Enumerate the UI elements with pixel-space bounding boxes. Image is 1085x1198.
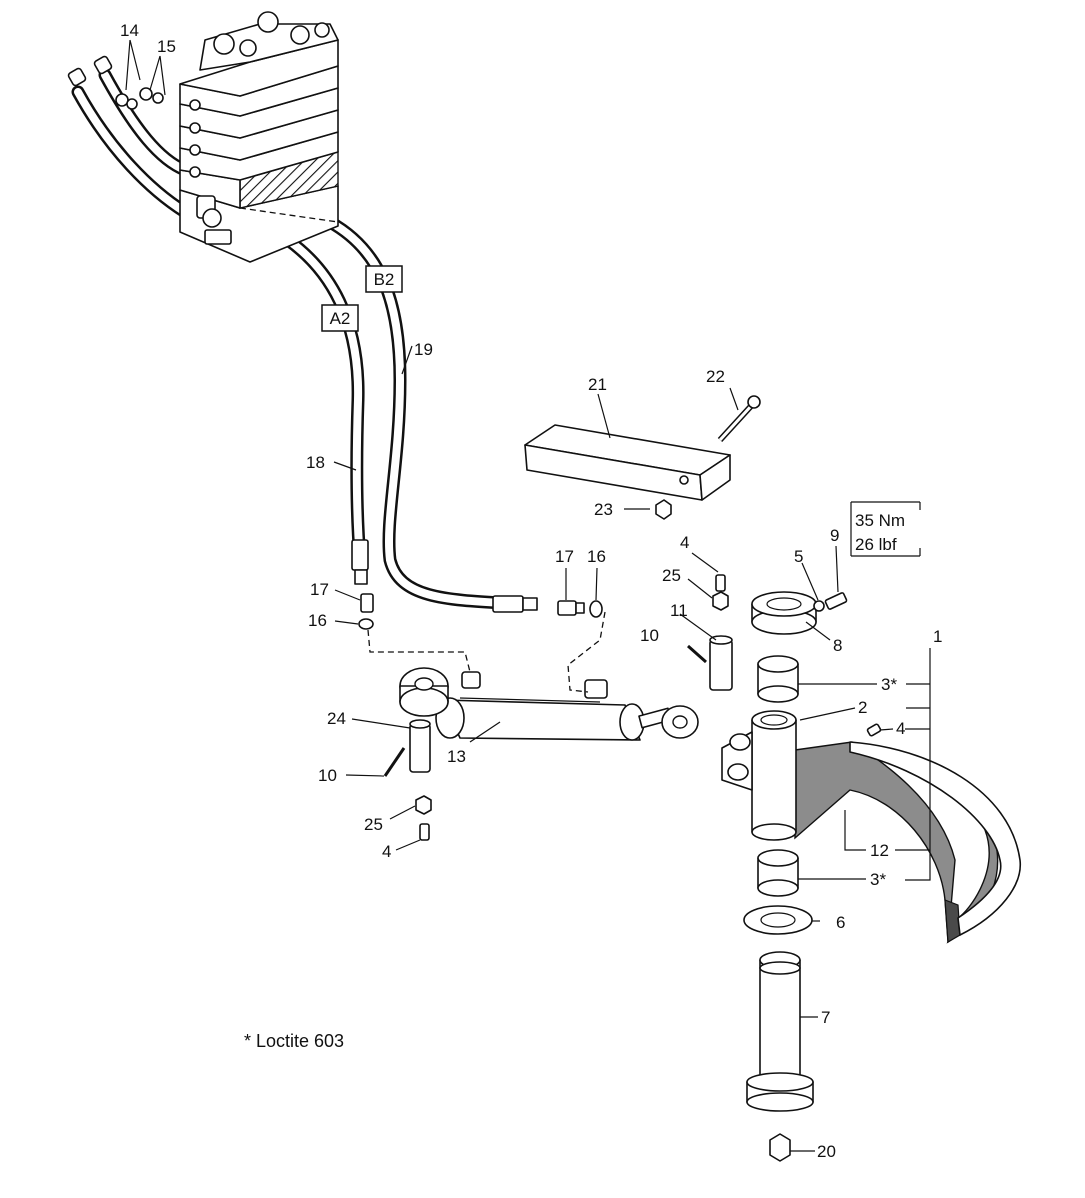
adapter-17-right	[557, 600, 585, 616]
grease-fitting-25-right	[712, 591, 729, 611]
callout-22: 22	[706, 367, 725, 386]
pin-24	[409, 719, 431, 773]
grease-nipple-4-top	[715, 574, 726, 592]
hose-a2	[281, 233, 367, 567]
callout-labels: 1 2 3* 3* 4 4 4 5 6 7 8 9 10 10 11 12 13…	[120, 21, 942, 1161]
pivot-housing-2	[721, 710, 797, 841]
collar-8	[751, 591, 817, 635]
callout-3-lower: 3*	[870, 870, 886, 889]
bolt-9	[824, 592, 848, 610]
washer-6	[743, 905, 813, 935]
cover-plate-21	[524, 424, 731, 501]
nut-20	[769, 1133, 791, 1162]
pivot-pin-7	[746, 951, 814, 1112]
callout-23: 23	[594, 500, 613, 519]
callout-16-left: 16	[308, 611, 327, 630]
hydraulic-cylinder-13	[399, 667, 699, 741]
callout-7: 7	[821, 1008, 830, 1027]
upper-hose-bundle	[71, 68, 192, 219]
callout-8: 8	[833, 636, 842, 655]
grease-fitting-25-left	[415, 795, 432, 815]
blade-12	[794, 741, 1021, 944]
hose-fitting-b2	[492, 595, 538, 613]
callout-4-left: 4	[382, 842, 391, 861]
port-tag-a2-text: A2	[330, 309, 351, 328]
callout-17-right: 17	[555, 547, 574, 566]
sleeve-11	[709, 635, 733, 691]
callout-4-side: 4	[896, 719, 905, 738]
torque-nm: 35 Nm	[855, 511, 905, 530]
callout-9: 9	[830, 526, 839, 545]
nut-23	[655, 499, 672, 520]
port-tag-b2-text: B2	[374, 270, 395, 289]
callout-25-right: 25	[662, 566, 681, 585]
callout-4-top: 4	[680, 533, 689, 552]
callout-16-right: 16	[587, 547, 606, 566]
leader-lines	[125, 39, 931, 1152]
dashed-line-b2-to-cylinder	[567, 611, 606, 693]
callout-13: 13	[447, 747, 466, 766]
dashed-line-a2-to-cylinder	[367, 629, 471, 673]
callout-14: 14	[120, 21, 139, 40]
washer-5	[813, 600, 825, 612]
loctite-note: * Loctite 603	[244, 1031, 345, 1051]
callout-2: 2	[858, 698, 867, 717]
bolt-22	[717, 395, 761, 443]
roll-pin-10-left	[383, 747, 406, 777]
callout-15: 15	[157, 37, 176, 56]
callout-1: 1	[933, 627, 942, 646]
washer-16-left	[358, 618, 374, 630]
callout-12: 12	[870, 841, 889, 860]
adapter-17-left	[360, 593, 374, 613]
grease-nipple-4-side	[866, 723, 882, 737]
washer-16-right	[589, 600, 603, 618]
callout-21: 21	[588, 375, 607, 394]
control-valve-block	[179, 11, 339, 263]
bushing-3-upper	[757, 655, 799, 703]
bushing-3-lower	[757, 849, 799, 897]
callout-19: 19	[414, 340, 433, 359]
valve-fittings-14-15	[67, 55, 164, 110]
torque-spec-box: 35 Nm 26 lbf	[850, 501, 921, 557]
callout-10-left: 10	[318, 766, 337, 785]
callout-6: 6	[836, 913, 845, 932]
callout-10-right: 10	[640, 626, 659, 645]
callout-5: 5	[794, 547, 803, 566]
dashed-line-valve	[239, 207, 339, 223]
hose-fitting-a2	[351, 539, 369, 585]
callout-18: 18	[306, 453, 325, 472]
grease-nipple-4-left	[419, 823, 430, 841]
port-tag-b2: B2	[365, 265, 403, 293]
callout-25-left: 25	[364, 815, 383, 834]
callout-20: 20	[817, 1142, 836, 1161]
callout-24: 24	[327, 709, 346, 728]
torque-lbf: 26 lbf	[855, 535, 897, 554]
port-tag-a2: A2	[321, 304, 359, 332]
callout-3-upper: 3*	[881, 675, 897, 694]
callout-11: 11	[670, 601, 688, 620]
callout-17-left: 17	[310, 580, 329, 599]
roll-pin-10-right	[687, 644, 707, 664]
